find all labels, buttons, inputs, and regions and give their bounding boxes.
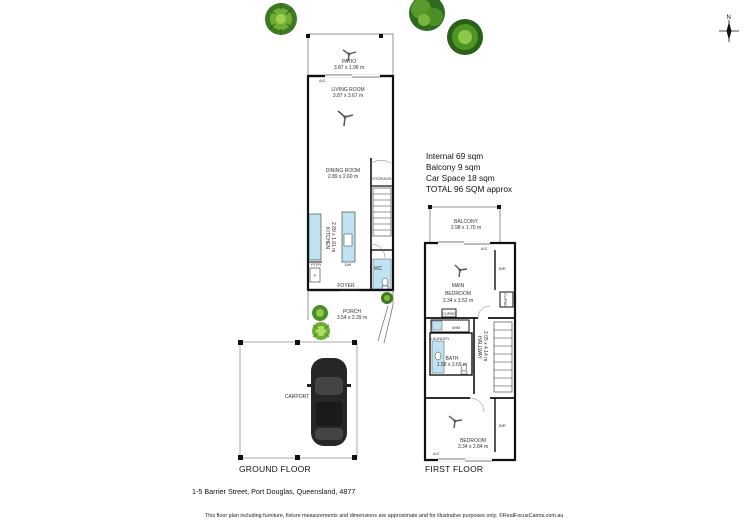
laundry-label: LAUNDRY xyxy=(430,336,449,341)
area-summary: Internal 69 sqm Balcony 9 sqm Car Space … xyxy=(426,151,513,194)
ac-label-living: A/C xyxy=(319,78,326,83)
kitchen-bench xyxy=(308,213,322,261)
pantry-label: PTRY xyxy=(311,262,322,267)
kitchen-dims: 2.89 x 1.91 m xyxy=(330,222,336,252)
bath-name: BATH xyxy=(446,356,459,362)
carport-name: CARPORT xyxy=(285,394,309,400)
area-car: Car Space 18 sqm xyxy=(426,173,495,183)
bedroom-dims: 3.34 x 2.84 m xyxy=(458,444,488,450)
ceiling-fan-icon xyxy=(342,49,357,62)
ceiling-fan-icon xyxy=(454,264,468,278)
tree-icon-2 xyxy=(409,0,445,31)
area-total: TOTAL 96 SQM approx xyxy=(426,184,513,194)
foyer-name: FOYER xyxy=(337,283,355,289)
storage-name: STORAGE xyxy=(372,176,392,181)
living-name: LIVING ROOM xyxy=(331,87,364,93)
staircase xyxy=(372,187,392,237)
living-dims: 3.87 x 3.67 m xyxy=(333,93,363,99)
patio-name: PATIO xyxy=(342,59,356,65)
ceiling-fan-icon xyxy=(448,415,463,429)
first-floor-plan: BALCONY 2.98 x 1.70 m A/C BIR MAIN BEDRO… xyxy=(423,205,517,474)
fridge-outline xyxy=(309,267,321,283)
tree-icon-1 xyxy=(265,3,297,35)
patio-dims: 3.87 x 1.96 m xyxy=(334,65,364,71)
tree-icon-4 xyxy=(312,305,328,321)
hallway-name: HALLWAY xyxy=(476,336,482,360)
bedroom-name: BEDROOM xyxy=(460,438,486,444)
dining-name: DINING ROOM xyxy=(326,168,360,174)
dw-label: DW xyxy=(345,262,352,267)
tree-icon-3 xyxy=(447,19,483,55)
bir-label-bed: BIR xyxy=(499,423,506,428)
ceiling-fan-icon xyxy=(337,110,354,127)
toilet-icon xyxy=(381,277,389,290)
cupboard-label: CUPBD xyxy=(503,293,508,307)
main-bedroom-name2: BEDROOM xyxy=(445,291,471,297)
hallway-dims: 2.05 x 4.14 m xyxy=(482,331,488,361)
fridge-label: F xyxy=(314,273,317,278)
dining-dims: 2.89 x 2.60 m xyxy=(328,174,358,180)
carport: CARPORT xyxy=(238,340,358,460)
first-floor-label: FIRST FLOOR xyxy=(425,464,483,474)
porch-dims: 3.54 x 2.39 m xyxy=(337,315,367,321)
balcony-dims: 2.98 x 1.70 m xyxy=(451,225,481,231)
disclaimer-text: This floor plan including furniture, fix… xyxy=(205,512,563,519)
toilet-icon xyxy=(460,364,468,375)
tree-icon-5 xyxy=(312,322,330,340)
ground-floor-plan: PATIO 3.87 x 1.96 m A/C LIVING ROOM 3.87… xyxy=(238,33,395,474)
area-internal: Internal 69 sqm xyxy=(426,151,483,161)
address-text: 1-5 Barrier Street, Port Douglas, Queens… xyxy=(192,487,355,496)
north-arrow-icon: N xyxy=(719,15,739,42)
ac-label-main: A/C xyxy=(481,246,488,251)
main-bedroom-dims: 3.34 x 3.52 m xyxy=(443,298,473,304)
car-icon xyxy=(307,358,351,446)
ac-label-bedroom: A/C xyxy=(433,451,440,456)
balcony-name: BALCONY xyxy=(454,219,479,225)
wc-name: WC xyxy=(374,266,383,272)
ground-floor-label: GROUND FLOOR xyxy=(239,464,311,474)
wim-label: WIM xyxy=(452,325,460,330)
kitchen-name: KITCHEN xyxy=(324,227,330,249)
tree-icon-6 xyxy=(381,292,393,304)
bir-label-main: BIR xyxy=(499,266,506,271)
staircase xyxy=(493,321,513,393)
porch-name: PORCH xyxy=(343,309,361,315)
north-label: N xyxy=(727,15,731,21)
main-bedroom-name: MAIN xyxy=(452,283,465,289)
bath-dims: 1.58 x 2.69 m xyxy=(437,362,467,368)
cupboard-label-2: CUPBD xyxy=(442,311,456,316)
area-balcony: Balcony 9 sqm xyxy=(426,162,481,172)
